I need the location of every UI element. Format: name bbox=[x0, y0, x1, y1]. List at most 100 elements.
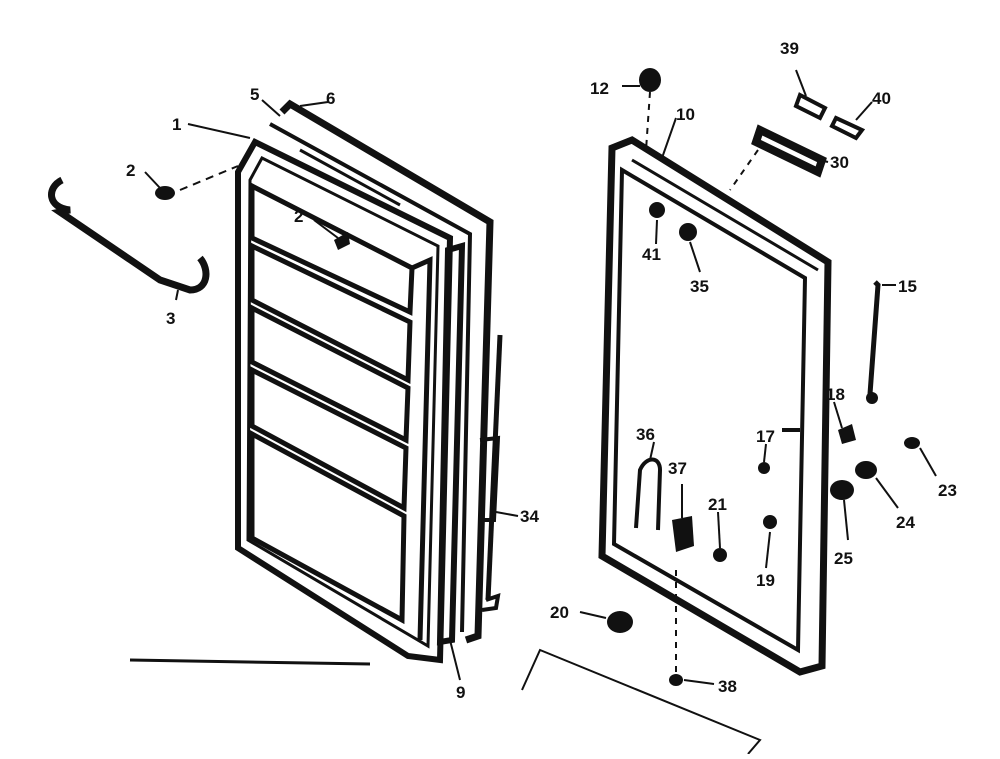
callout-10: 10 bbox=[676, 105, 695, 124]
shelf-1 bbox=[249, 181, 415, 316]
gasket-frame bbox=[279, 99, 494, 644]
callout-labels: 1 2 2 3 5 6 9 10 12 15 17 18 19 20 21 23… bbox=[126, 39, 957, 702]
leader-lines bbox=[144, 69, 937, 685]
callout-23: 23 bbox=[938, 481, 957, 500]
screw-19 bbox=[763, 515, 777, 529]
leader-19 bbox=[765, 531, 771, 569]
shelf-2 bbox=[249, 242, 413, 385]
leader-2b bbox=[313, 219, 339, 239]
screw-2b bbox=[334, 232, 350, 250]
callout-21: 21 bbox=[708, 495, 727, 514]
callout-1: 1 bbox=[172, 115, 181, 134]
trim-strip bbox=[521, 648, 762, 755]
screw-17 bbox=[758, 462, 770, 474]
callout-17: 17 bbox=[756, 427, 775, 446]
shim-40 bbox=[829, 115, 866, 141]
outer-door-inner-edge bbox=[611, 166, 808, 654]
door-seal-strip bbox=[436, 241, 466, 646]
leader-34 bbox=[495, 511, 519, 517]
callout-25: 25 bbox=[834, 549, 853, 568]
top-rail bbox=[299, 148, 401, 207]
screw-2a bbox=[155, 186, 175, 200]
leader-5 bbox=[261, 99, 281, 117]
shelf-3 bbox=[249, 303, 411, 444]
callout-36: 36 bbox=[636, 425, 655, 444]
cup-20 bbox=[607, 611, 633, 633]
clip-18 bbox=[838, 424, 856, 444]
callout-30: 30 bbox=[830, 153, 849, 172]
screw-38 bbox=[669, 674, 683, 686]
callout-34: 34 bbox=[520, 507, 539, 526]
leader-1 bbox=[187, 123, 251, 139]
door-handle bbox=[48, 176, 210, 294]
screw-23 bbox=[904, 437, 920, 449]
breaker-strip bbox=[269, 122, 473, 633]
leader-24 bbox=[875, 477, 899, 509]
callout-2b: 2 bbox=[294, 207, 303, 226]
bracket-30-leader bbox=[729, 149, 759, 191]
leader-35 bbox=[689, 241, 701, 273]
shelf-5 bbox=[249, 429, 407, 625]
callout-37: 37 bbox=[668, 459, 687, 478]
callout-5: 5 bbox=[250, 85, 259, 104]
stop-rod-15 bbox=[867, 280, 881, 395]
screw-21 bbox=[713, 548, 727, 562]
callout-35: 35 bbox=[690, 277, 709, 296]
leader-40 bbox=[855, 101, 873, 121]
leader-23 bbox=[919, 447, 937, 477]
leader-36 bbox=[649, 441, 655, 461]
callout-3: 3 bbox=[166, 309, 175, 328]
hinge-37 bbox=[672, 516, 694, 552]
hinge-foot bbox=[481, 593, 501, 612]
callout-20: 20 bbox=[550, 603, 569, 622]
callout-38: 38 bbox=[718, 677, 737, 696]
callout-12: 12 bbox=[590, 79, 609, 98]
callout-15: 15 bbox=[898, 277, 917, 296]
hinge-rod bbox=[485, 334, 503, 601]
stop-rod-end bbox=[866, 392, 878, 404]
leader-17 bbox=[763, 443, 767, 463]
door-panel-outline bbox=[235, 138, 454, 664]
callout-40: 40 bbox=[872, 89, 891, 108]
leader-6 bbox=[299, 101, 329, 107]
door-panel-inner bbox=[246, 156, 440, 649]
screw-2a-leader bbox=[179, 165, 239, 191]
callout-2a: 2 bbox=[126, 161, 135, 180]
leader-2a bbox=[144, 171, 161, 189]
bracket-30 bbox=[751, 124, 827, 178]
callout-41: 41 bbox=[642, 245, 661, 264]
outer-door-frame bbox=[598, 136, 832, 676]
leader-3 bbox=[175, 289, 179, 301]
hinge-bracket bbox=[478, 435, 501, 522]
shelf-4 bbox=[249, 365, 409, 513]
leader-30 bbox=[811, 157, 829, 163]
door-liner-assembly bbox=[48, 99, 503, 666]
outer-door-assembly bbox=[521, 68, 920, 755]
leader-10 bbox=[661, 117, 677, 159]
leader-39 bbox=[795, 69, 807, 97]
callout-18: 18 bbox=[826, 385, 845, 404]
callout-24: 24 bbox=[896, 513, 915, 532]
leader-41 bbox=[655, 219, 658, 245]
leader-21 bbox=[717, 511, 721, 549]
spring-36 bbox=[634, 457, 663, 531]
leader-20 bbox=[579, 611, 607, 619]
outer-door-top-edge bbox=[631, 158, 819, 272]
plug-35 bbox=[679, 223, 697, 241]
hinge-pin-12 bbox=[639, 68, 661, 92]
leader-18 bbox=[833, 401, 843, 429]
callout-6: 6 bbox=[326, 89, 335, 108]
cam-24 bbox=[855, 461, 877, 479]
callout-9: 9 bbox=[456, 683, 465, 702]
shim-39 bbox=[793, 92, 828, 121]
base-line bbox=[129, 658, 371, 666]
leader-25 bbox=[843, 499, 849, 541]
screw-41 bbox=[649, 202, 665, 218]
callout-39: 39 bbox=[780, 39, 799, 58]
pin-12-leader bbox=[645, 91, 651, 151]
leader-9 bbox=[449, 639, 461, 681]
washer-25 bbox=[830, 480, 854, 500]
callout-19: 19 bbox=[756, 571, 775, 590]
